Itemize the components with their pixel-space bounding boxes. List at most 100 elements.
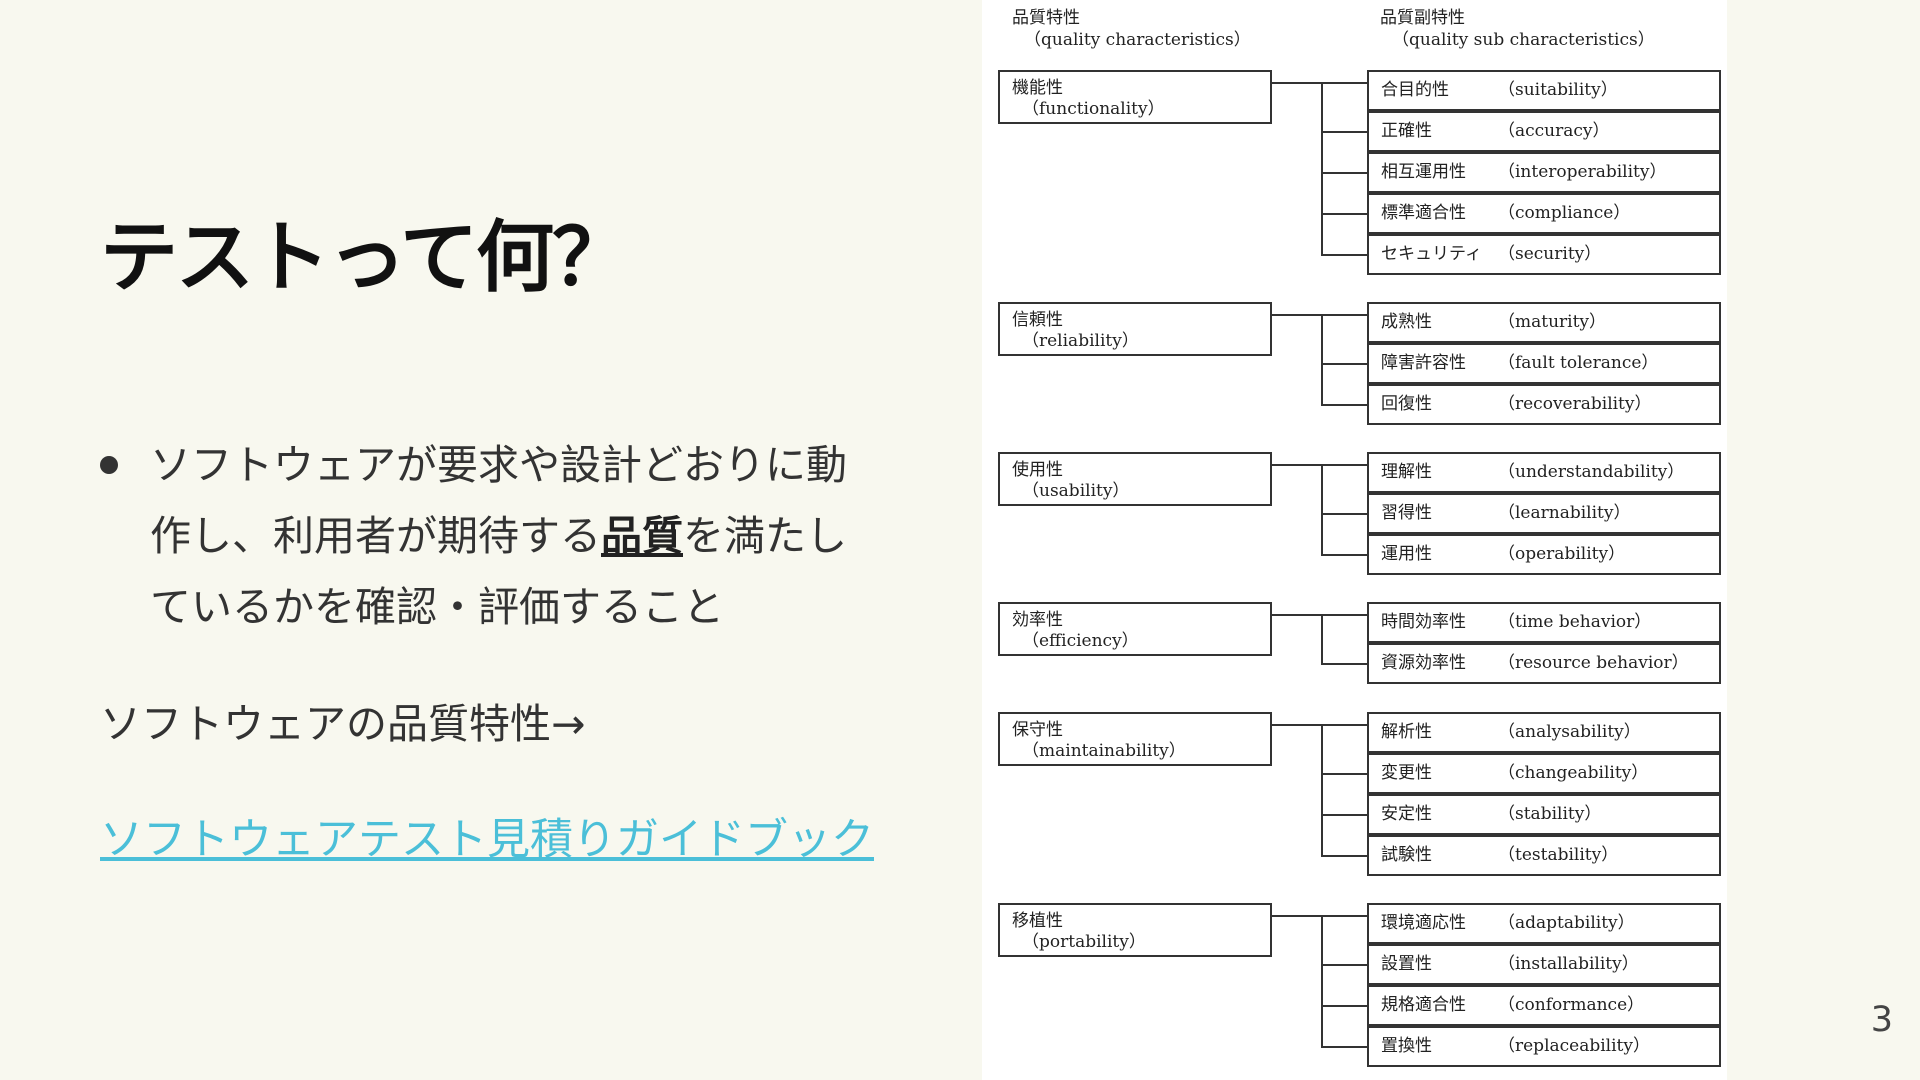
connector-line [1321,773,1367,775]
subcharacteristic-box: 規格適合性 （conformance） [1367,985,1721,1026]
subcharacteristic-name-jp: 標準適合性 [1381,203,1466,223]
connector-line [1321,614,1367,616]
subcharacteristic-name-jp: 資源効率性 [1381,653,1466,673]
subcharacteristic-name-en: （conformance） [1498,995,1645,1015]
characteristic-name-jp: 信頼性 [1012,310,1063,330]
subcharacteristic-box: 解析性（analysability） [1367,712,1721,753]
connector-line [1321,964,1367,966]
connector-line [1321,213,1367,215]
subcharacteristic-name-en: （interoperability） [1498,162,1667,182]
subcharacteristic-name-jp: 習得性 [1381,503,1432,523]
characteristic-box: 使用性（usability） [998,452,1272,506]
connector-line [1321,724,1323,857]
subcharacteristic-name-en: （replaceability） [1498,1036,1650,1056]
subcharacteristic-name-en: （adaptability） [1498,913,1635,933]
characteristic-name-jp: 使用性 [1012,460,1063,480]
connector-line [1321,131,1367,133]
bullet-text: ソフトウェアが要求や設計どおりに動作し、利用者が期待する品質を満たしているかを確… [150,430,880,643]
connector-line [1321,404,1367,406]
connector-line [1321,513,1367,515]
diagram-header-characteristics: 品質特性 （quality characteristics） [1012,7,1251,51]
bullet-item: ソフトウェアが要求や設計どおりに動作し、利用者が期待する品質を満たしているかを確… [100,430,880,643]
connector-line [1300,82,1323,84]
connector-line [1300,314,1323,316]
subcharacteristic-box: 試験性 （testability） [1367,835,1721,876]
subcharacteristic-name-en: （suitability） [1498,80,1618,100]
characteristic-name-jp: 保守性 [1012,720,1063,740]
connector-line [1321,82,1323,256]
diagram-header-subcharacteristics-en: （quality sub characteristics） [1392,30,1655,50]
connector-line [1272,614,1302,616]
connector-line [1321,1046,1367,1048]
characteristic-name-en: （functionality） [1022,99,1165,119]
subcharacteristic-box: 設置性（installability） [1367,944,1721,985]
subcharacteristic-name-en: （testability） [1498,845,1619,865]
subcharacteristic-name-jp: 変更性 [1381,763,1432,783]
subcharacteristic-name-en: （resource behavior） [1498,653,1689,673]
subcharacteristic-name-jp: 合目的性 [1381,80,1449,100]
subcharacteristic-name-en: （operability） [1498,544,1626,564]
subcharacteristic-name-jp: 時間効率性 [1381,612,1466,632]
subcharacteristic-name-en: （maturity） [1498,312,1607,332]
diagram-header-subcharacteristics: 品質副特性 （quality sub characteristics） [1380,7,1655,51]
subcharacteristic-name-jp: 試験性 [1381,845,1432,865]
subcharacteristic-box: 正確性（accuracy） [1367,111,1721,152]
characteristic-box: 移植性（portability） [998,903,1272,957]
connector-line [1272,464,1302,466]
connector-line [1272,82,1302,84]
subcharacteristic-name-jp: 規格適合性 [1381,995,1466,1015]
subcharacteristic-box: 成熟性 （maturity） [1367,302,1721,343]
subcharacteristic-name-jp: 置換性 [1381,1036,1432,1056]
connector-line [1321,172,1367,174]
connector-line [1321,814,1367,816]
characteristic-box: 信頼性（reliability） [998,302,1272,356]
subcharacteristic-box: 安定性（stability） [1367,794,1721,835]
connector-line [1321,314,1323,406]
subcharacteristic-name-en: （recoverability） [1498,394,1652,414]
subcharacteristic-name-jp: 理解性 [1381,462,1432,482]
subcharacteristic-box: 障害許容性 （fault tolerance） [1367,343,1721,384]
characteristic-name-en: （efficiency） [1022,631,1139,651]
subcharacteristic-box: 環境適応性 （adaptability） [1367,903,1721,944]
subcharacteristic-name-en: （time behavior） [1498,612,1652,632]
characteristic-name-jp: 効率性 [1012,610,1063,630]
bullet-emphasis: 品質 [601,512,683,560]
subcharacteristic-box: 標準適合性 （compliance） [1367,193,1721,234]
diagram-header-characteristics-en: （quality characteristics） [1024,30,1251,50]
bullet-text-after: を満たしているかを確認・評価すること [150,512,847,631]
subcharacteristic-name-en: （fault tolerance） [1498,353,1659,373]
characteristic-name-en: （usability） [1022,481,1130,501]
subcharacteristic-name-jp: 設置性 [1381,954,1432,974]
connector-line [1321,855,1367,857]
subcharacteristic-name-jp: 運用性 [1381,544,1432,564]
connector-line [1321,363,1367,365]
guidebook-link[interactable]: ソフトウェアテスト見積りガイドブック [100,815,874,865]
connector-line [1321,82,1367,84]
connector-line [1321,554,1367,556]
subcharacteristic-box: 理解性（understandability） [1367,452,1721,493]
subcharacteristic-name-en: （stability） [1498,804,1602,824]
connector-line [1321,254,1367,256]
connector-line [1272,724,1302,726]
subcharacteristic-name-jp: 障害許容性 [1381,353,1466,373]
bullet-text-before: ソフトウェアが要求や設計どおりに動作し、利用者が期待する [150,441,847,560]
subcharacteristic-name-jp: 成熟性 [1381,312,1432,332]
subcharacteristic-name-jp: 環境適応性 [1381,913,1466,933]
connector-line [1321,464,1323,556]
subcharacteristic-name-en: （security） [1498,244,1602,264]
quality-characteristics-label: ソフトウェアの品質特性→ [100,700,586,748]
page-number: 3 [1870,1000,1893,1040]
subcharacteristic-name-jp: セキュリティ [1381,244,1482,264]
connector-line [1321,915,1323,1048]
subcharacteristic-name-en: （learnability） [1498,503,1631,523]
subcharacteristic-name-en: （accuracy） [1498,121,1610,141]
subcharacteristic-name-en: （compliance） [1498,203,1631,223]
bullet-dot-icon [100,456,118,474]
connector-line [1300,464,1323,466]
subcharacteristic-box: 置換性 （replaceability） [1367,1026,1721,1067]
subcharacteristic-box: 合目的性 （suitability） [1367,70,1721,111]
subcharacteristic-box: セキュリティ （security） [1367,234,1721,275]
subcharacteristic-box: 相互運用性（interoperability） [1367,152,1721,193]
subcharacteristic-box: 時間効率性 （time behavior） [1367,602,1721,643]
subcharacteristic-box: 習得性 （learnability） [1367,493,1721,534]
